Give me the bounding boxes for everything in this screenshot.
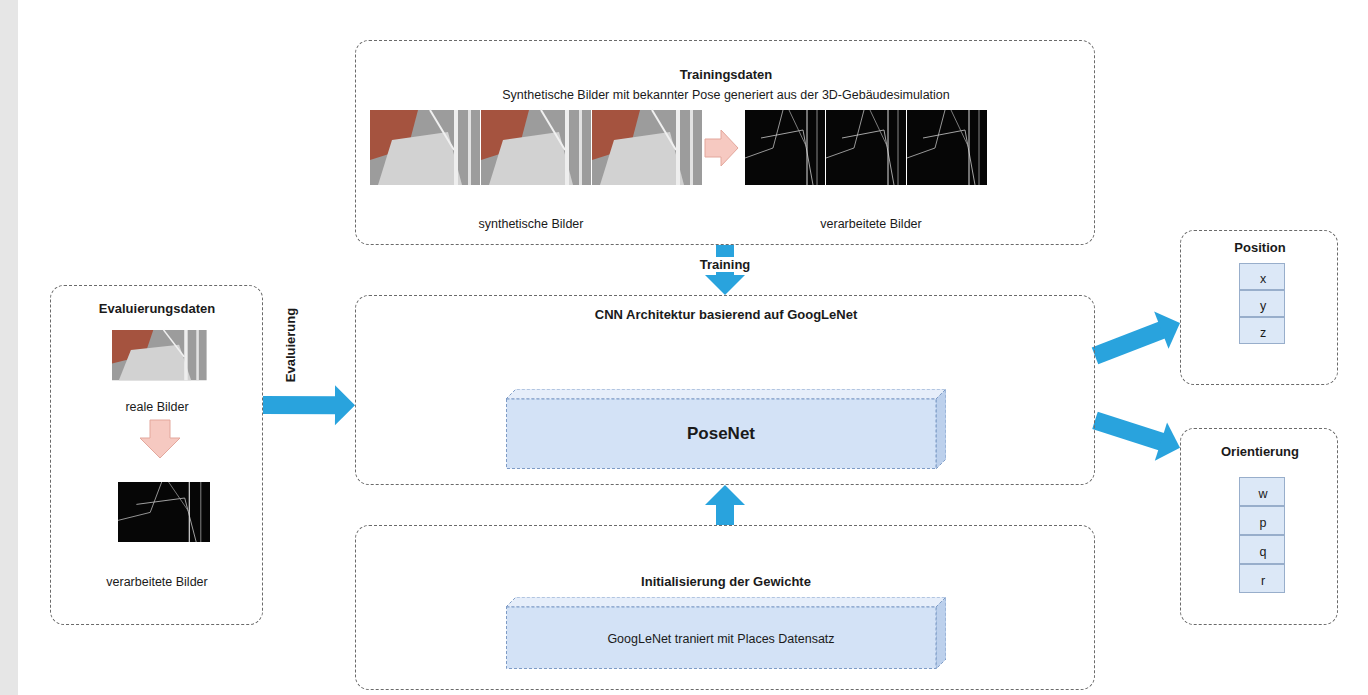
flow-arrow xyxy=(705,485,745,525)
arrow-shaft xyxy=(1095,420,1162,441)
node-label: Orientierung xyxy=(1221,444,1299,459)
text-holder: verarbeitete Bilder xyxy=(820,214,921,232)
synthetic-images xyxy=(370,110,702,185)
vector-cell: y xyxy=(1239,290,1285,317)
node-label: Initialisierung der Gewichte xyxy=(641,574,811,589)
node-label: z xyxy=(1260,326,1266,340)
edge-label-holder: Evaluierung xyxy=(281,304,299,386)
output-panel: Position xyz xyxy=(1180,230,1338,385)
weights-panel: Initialisierung der GewichteGoogLeNet tr… xyxy=(355,525,1095,690)
text-holder: r xyxy=(1261,571,1265,589)
text-holder: x xyxy=(1260,269,1266,287)
process-arrow xyxy=(705,130,738,166)
text-holder: GoogLeNet traniert mit Places Datensatz xyxy=(607,629,834,647)
node-label: y xyxy=(1260,299,1266,313)
block-front xyxy=(507,399,937,469)
text-holder: Evaluierungsdaten xyxy=(99,299,215,317)
edge-label: Training xyxy=(696,257,755,272)
node-label: w xyxy=(1258,487,1267,501)
real-image xyxy=(112,330,207,380)
block-side xyxy=(936,389,946,469)
arrow-shaft xyxy=(716,504,734,525)
vector-cell: r xyxy=(1239,564,1285,593)
text-holder: Trainingsdaten xyxy=(680,65,772,83)
text-holder: w xyxy=(1258,484,1267,502)
node-label: reale Bilder xyxy=(125,400,188,414)
vector-cell: z xyxy=(1239,317,1285,344)
arrow-shaft xyxy=(1095,330,1162,356)
vector-cell: q xyxy=(1239,535,1285,564)
text-holder: p xyxy=(1260,513,1267,531)
block-side xyxy=(936,597,946,669)
node-label: r xyxy=(1261,574,1265,588)
text-holder: reale Bilder xyxy=(125,397,188,415)
network-block: GoogLeNet traniert mit Places Datensatz xyxy=(506,597,946,669)
text-holder: verarbeitete Bilder xyxy=(106,572,207,590)
text-holder: z xyxy=(1260,323,1266,341)
output-panel: Orientierung w p q r xyxy=(1180,428,1338,625)
block-top xyxy=(506,389,946,399)
node-label: Position xyxy=(1234,240,1285,255)
node-label: synthetische Bilder xyxy=(479,217,584,231)
data-panel: TrainingsdatenSynthetische Bilder mit be… xyxy=(355,40,1095,245)
node-label: PoseNet xyxy=(687,424,755,443)
flow-arrow xyxy=(263,385,355,425)
side-band xyxy=(0,0,18,695)
arrow-head xyxy=(1155,423,1180,461)
text-holder: CNN Architektur basierend auf GoogLeNet xyxy=(595,305,857,323)
vector-cell: w xyxy=(1239,477,1285,506)
arrow-shaft xyxy=(263,396,336,414)
node-label: q xyxy=(1260,545,1267,559)
text-holder: Orientierung xyxy=(1221,442,1299,460)
panel-heading: Trainingsdaten xyxy=(680,67,772,82)
node-label: GoogLeNet traniert mit Places Datensatz xyxy=(607,632,834,646)
node-label: x xyxy=(1260,272,1266,286)
arrow-head xyxy=(705,485,745,505)
vector-cell: x xyxy=(1239,263,1285,290)
text-holder: Position xyxy=(1234,238,1285,256)
text-holder: synthetische Bilder xyxy=(479,214,584,232)
node-label: verarbeitete Bilder xyxy=(106,575,207,589)
node-label: Synthetische Bilder mit bekannter Pose g… xyxy=(502,88,949,102)
network-block: PoseNet xyxy=(506,389,946,469)
edge-label: Evaluierung xyxy=(283,304,298,386)
network-panel: CNN Architektur basierend auf GoogLeNetP… xyxy=(355,295,1095,485)
process-arrow xyxy=(140,420,180,458)
arrow-head xyxy=(705,275,745,295)
text-holder: y xyxy=(1260,296,1266,314)
node-label: p xyxy=(1260,516,1267,530)
node-label: CNN Architektur basierend auf GoogLeNet xyxy=(595,307,857,322)
text-holder: PoseNet xyxy=(687,424,755,444)
block-front xyxy=(507,607,937,669)
data-panel: Evaluierungsdaten reale Bilder verarbeitet… xyxy=(50,285,263,625)
panel-heading: Evaluierungsdaten xyxy=(99,301,215,316)
text-holder: Synthetische Bilder mit bekannter Pose g… xyxy=(502,85,949,103)
processed-images xyxy=(745,110,987,185)
block-top xyxy=(506,597,946,607)
arrow-head xyxy=(1154,312,1180,349)
flow-arrow xyxy=(1095,312,1180,356)
arrow-head xyxy=(335,385,355,425)
node-label: verarbeitete Bilder xyxy=(820,217,921,231)
edge-label-holder: Training xyxy=(696,255,755,273)
processed-image xyxy=(118,482,210,542)
text-holder: Initialisierung der Gewichte xyxy=(641,572,811,590)
text-holder: q xyxy=(1260,542,1267,560)
flow-arrow xyxy=(1095,420,1180,460)
vector-cell: p xyxy=(1239,506,1285,535)
